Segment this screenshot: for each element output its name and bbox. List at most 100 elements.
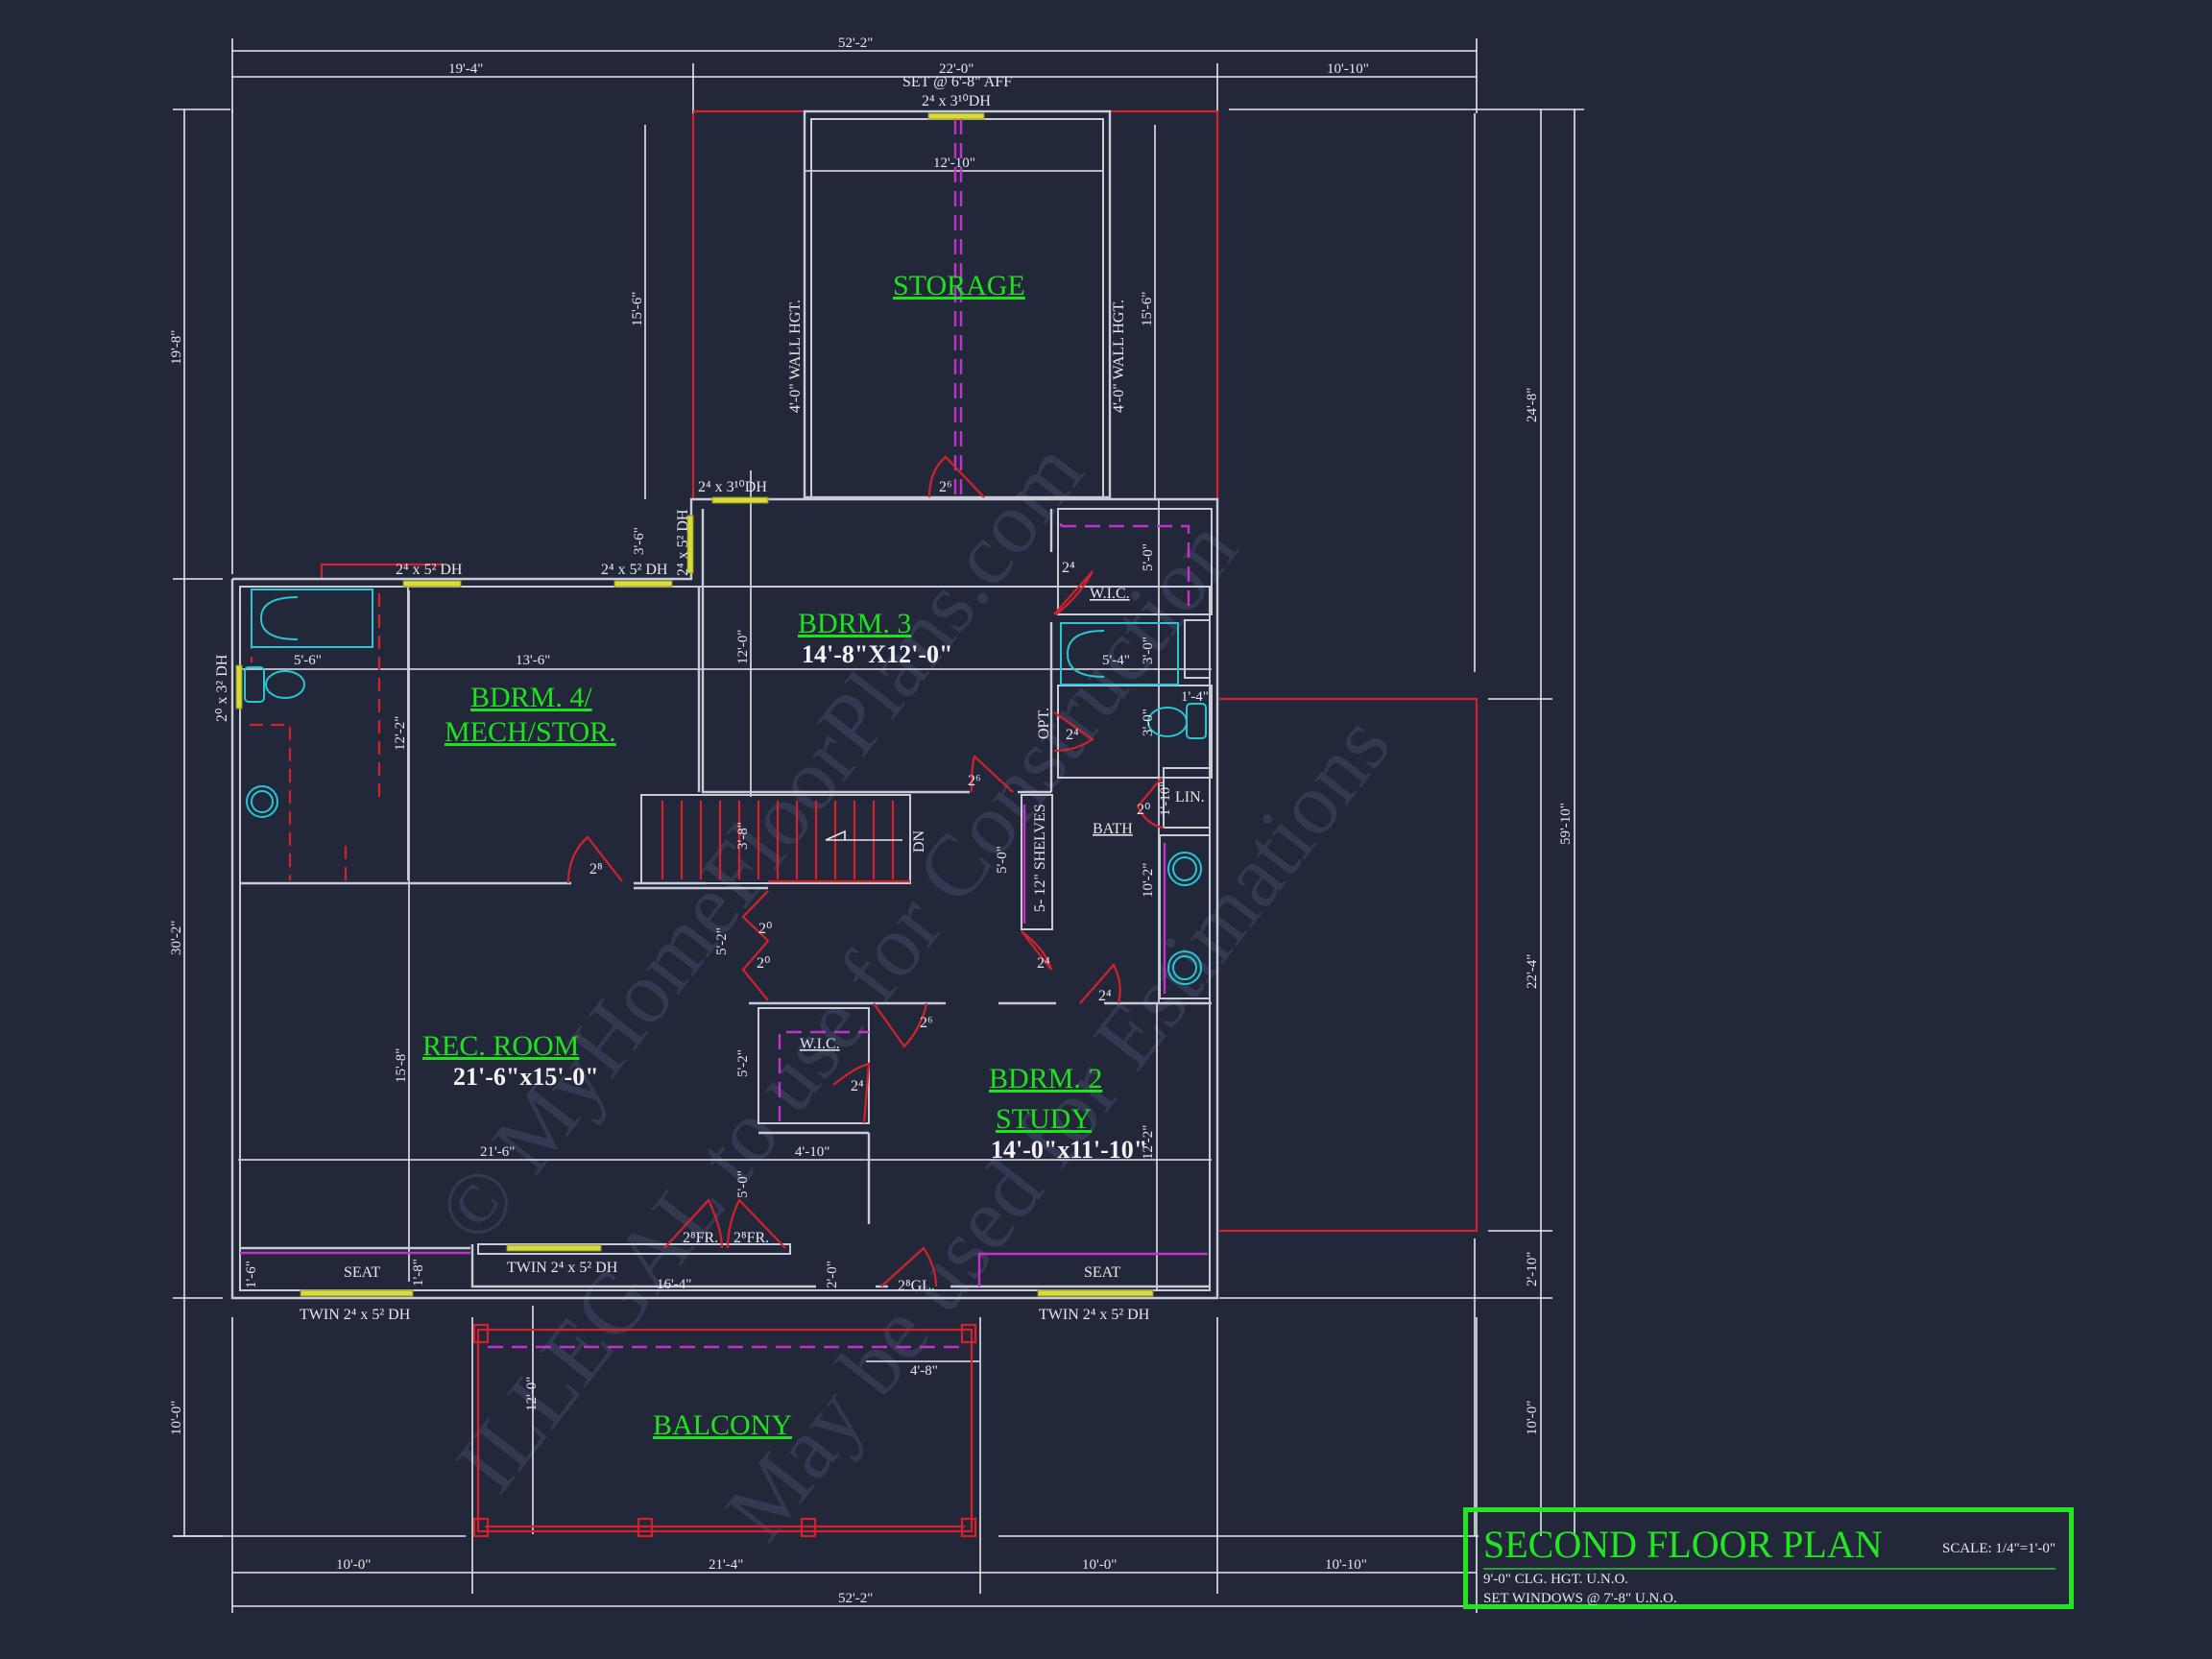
room-storage: STORAGE <box>893 270 1025 301</box>
door-label: 2⁴ <box>1037 955 1050 972</box>
dim-text: 13'-6" <box>516 653 550 668</box>
dim-text: 1'-8" <box>411 1259 426 1286</box>
dim-text: 4'-10" <box>795 1144 830 1160</box>
room-bdrm2-line2: STUDY <box>996 1103 1092 1135</box>
watermark: © MyHomeFloorPlans.com ILLEGAL to use fo… <box>418 423 1408 1557</box>
dim-text: 2'-0" <box>825 1261 840 1288</box>
window-label-bdrm4-left: 2⁴ x 5² DH <box>396 562 463 578</box>
plan-scale: SCALE: 1/4"=1'-0" <box>1942 1541 2056 1556</box>
door-label: 2⁸GL. <box>898 1278 935 1294</box>
dim-text: 5'-2" <box>735 1049 751 1077</box>
label-shelves: 5- 12" SHELVES <box>1032 804 1048 912</box>
dim-text: 5'-2" <box>714 927 730 955</box>
door-label: 2⁸FR. <box>733 1230 769 1246</box>
stair-treads <box>661 801 910 883</box>
door-label: 2⁸ <box>589 861 603 878</box>
dim-text: 3'-0" <box>1141 709 1156 736</box>
window-label-bdrm2-twin: TWIN 2⁴ x 5² DH <box>1039 1307 1150 1323</box>
dim-text: 3'-8" <box>735 822 751 850</box>
dim-text: 21'-4" <box>709 1557 743 1573</box>
plan-note-windows: SET WINDOWS @ 7'-8" U.N.O. <box>1483 1591 1677 1606</box>
window-label-rec-twin: TWIN 2⁴ x 5² DH <box>300 1307 411 1323</box>
dim-text: 12'-0" <box>735 630 751 664</box>
room-bdrm4-line2: MECH/STOR. <box>445 716 616 748</box>
label-wall-hgt-left: 4'-0" WALL HGT. <box>787 300 804 413</box>
title-divider <box>1483 1568 2056 1570</box>
door-label: 2⁰ <box>1137 802 1150 818</box>
door-label: 2⁴ <box>851 1078 864 1094</box>
label-wic-upper: W.I.C. <box>1090 586 1130 602</box>
plan-title: SECOND FLOOR PLAN <box>1483 1523 1883 1566</box>
dimension-lines <box>173 38 1584 1613</box>
door-label: 2⁶ <box>920 1015 933 1031</box>
misc-labels: W.I.C. W.I.C. BATH LIN. OPT. 5- 12" SHEL… <box>344 300 1205 1281</box>
dim-text: 22'-0" <box>939 61 974 77</box>
door-labels: 2⁶ 2⁴ 2⁴ 2⁶ 2⁸ 2⁰ 2⁰ 2⁰ 2⁴ 2⁴ 2⁶ 2⁴ 2⁸FR… <box>589 479 1150 1294</box>
dim-text: 22'-4" <box>1525 954 1540 989</box>
dim-text: 12'-0" <box>524 1377 540 1411</box>
label-lin: LIN. <box>1175 789 1205 805</box>
door-label: 2⁰ <box>757 955 770 972</box>
room-rec-size: 21'-6"x15'-0" <box>453 1063 599 1091</box>
dim-text: 15'-6" <box>630 292 645 326</box>
door-label: 2⁴ <box>1062 560 1075 576</box>
window-label-bdrm4-right: 2⁴ x 5² DH <box>601 562 668 578</box>
dim-text: 19'-8" <box>169 330 184 365</box>
label-dn: DN <box>911 830 927 853</box>
dim-text: 16'-4" <box>657 1277 691 1292</box>
label-seat-left: SEAT <box>344 1264 380 1281</box>
plan-note-ceiling: 9'-0" CLG. HGT. U.N.O. <box>1483 1572 1629 1587</box>
dim-text: 2'-10" <box>1525 1252 1540 1286</box>
dim-text: 3'-0" <box>1141 637 1156 664</box>
dim-text: 10'-10" <box>1325 1557 1367 1573</box>
dim-text: 1'-6" <box>244 1261 259 1288</box>
label-seat-right: SEAT <box>1084 1264 1120 1281</box>
window-label-hall-twin: TWIN 2⁴ x 5² DH <box>507 1260 618 1276</box>
window-label-top: 2⁴ x 3¹⁰DH <box>922 93 991 109</box>
dim-text: 1'-4" <box>1181 689 1209 705</box>
dim-text: 24'-8" <box>1525 388 1540 422</box>
dim-text: 19'-4" <box>448 61 483 77</box>
roof-outline <box>320 109 1479 1538</box>
dim-text: 12'-2" <box>1141 1125 1156 1160</box>
room-bdrm2-size: 14'-0"x11'-10" <box>991 1136 1147 1164</box>
fixtures <box>244 589 1207 985</box>
room-balcony: BALCONY <box>653 1409 792 1441</box>
label-wall-hgt-right: 4'-0" WALL HGT. <box>1111 300 1127 413</box>
dim-text: 15'-6" <box>1140 292 1155 326</box>
window-label-bath4: 2⁰ x 3² DH <box>214 654 230 722</box>
dim-text: 10'-0" <box>1082 1557 1117 1573</box>
door-label: 2⁴ <box>1098 988 1112 1004</box>
dim-text: 5'-0" <box>995 846 1010 874</box>
dim-text: 12'-2" <box>393 716 408 751</box>
dimension-text: 52'-2" 19'-4" 22'-0" 10'-10" 12'-10" 15'… <box>169 36 1574 1606</box>
window-labels: SET @ 6'-8" AFF 2⁴ x 3¹⁰DH 2⁴ x 3¹⁰DH 2⁴… <box>214 74 1150 1323</box>
windows <box>235 112 1154 1297</box>
dim-text: 21'-6" <box>480 1144 515 1160</box>
dim-text: 5'-4" <box>1102 653 1130 668</box>
dim-text: 12'-10" <box>933 156 975 171</box>
dim-text: 10'-0" <box>336 1557 371 1573</box>
dim-text: 10'-0" <box>1525 1401 1540 1435</box>
window-label-bdrm4-side: 2⁴ x 5² DH <box>675 509 691 576</box>
room-bdrm4-line1: BDRM. 4/ <box>470 682 592 713</box>
door-label: 2⁸FR. <box>683 1230 718 1246</box>
title-block: SECOND FLOOR PLAN SCALE: 1/4"=1'-0" 9'-0… <box>1463 1507 2074 1609</box>
dim-text: 5'-0" <box>1141 543 1156 571</box>
door-label: 2⁶ <box>939 479 952 495</box>
room-bdrm2-line1: BDRM. 2 <box>989 1063 1102 1094</box>
dim-text: 1'-10" <box>1158 781 1173 816</box>
dim-text: 59'-10" <box>1558 803 1574 845</box>
dim-text: 5'-6" <box>294 653 322 668</box>
door-label: 2⁰ <box>758 921 772 937</box>
dim-text: 15'-8" <box>394 1048 409 1083</box>
window-note-top: SET @ 6'-8" AFF <box>902 74 1012 90</box>
dim-text: 4'-8" <box>910 1363 938 1379</box>
dim-text: 5'-0" <box>735 1170 751 1198</box>
door-swings <box>566 455 1165 1287</box>
dim-text: 10'-2" <box>1141 863 1156 898</box>
room-labels: STORAGE BDRM. 3 14'-8"X12'-0" BDRM. 4/ M… <box>422 270 1147 1441</box>
dim-text: 52'-2" <box>838 36 873 51</box>
door-label: 2⁴ <box>1066 727 1079 743</box>
dim-text: 30'-2" <box>169 921 184 955</box>
